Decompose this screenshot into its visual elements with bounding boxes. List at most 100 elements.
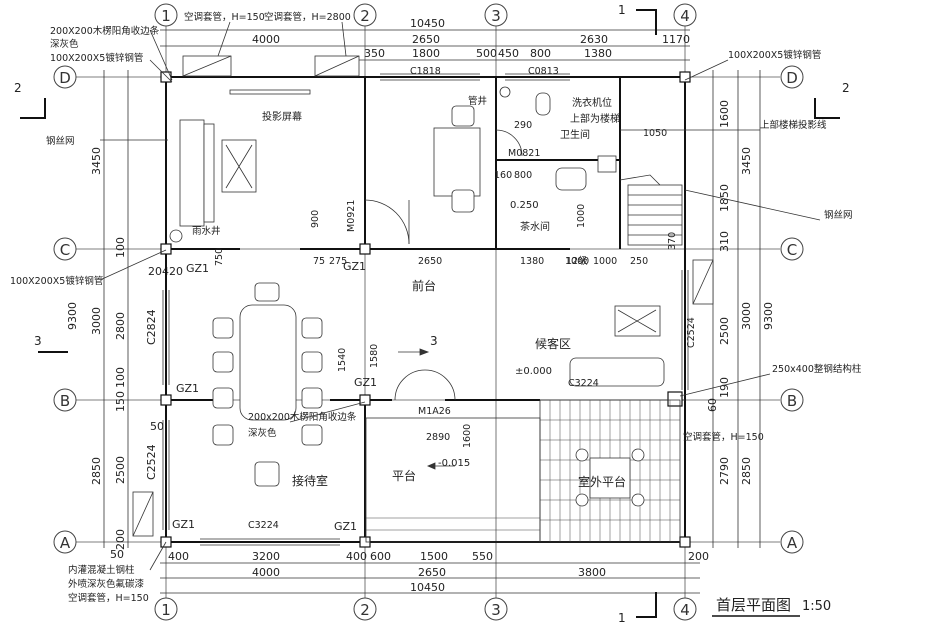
dim-right-9300: 9300 bbox=[762, 302, 775, 330]
dim-right-1850: 1850 bbox=[718, 184, 731, 212]
tag-c3224-right: C3224 bbox=[568, 378, 599, 389]
label-laundry-2: 上部为楼梯 bbox=[570, 112, 620, 125]
dimension-lines bbox=[103, 29, 761, 594]
dim-left-420: 420 bbox=[162, 265, 183, 278]
axis-B-left: B bbox=[60, 392, 70, 410]
label-wc: 卫生间 bbox=[560, 128, 590, 141]
dim-left-3000: 3000 bbox=[90, 307, 103, 335]
columns bbox=[160, 71, 691, 548]
axis-C-left: C bbox=[60, 241, 70, 259]
dim-75: 75 bbox=[313, 256, 325, 267]
section-labels: 1 1 2 2 3 3 bbox=[14, 3, 850, 625]
leader-lines bbox=[99, 21, 821, 571]
axis-1-bottom: 1 bbox=[161, 601, 171, 619]
dim-1380-mid: 1380 bbox=[520, 256, 544, 267]
note-steel-pipe-top: 100X200X5镀锌钢管 bbox=[50, 52, 143, 64]
section-2-right: 2 bbox=[842, 81, 850, 95]
section-3-mid: 3 bbox=[430, 334, 438, 348]
tag-m0921: M0921 bbox=[346, 200, 357, 232]
axis-3-top: 3 bbox=[491, 7, 501, 25]
dim-left-2500: 2500 bbox=[114, 456, 127, 484]
note-ac-150-right: 空调套管，H=150 bbox=[683, 431, 764, 443]
dim-right-2500: 2500 bbox=[718, 317, 731, 345]
note-steel-column: 250x400整钢结构柱 bbox=[772, 363, 862, 375]
dim-2650-mid: 2650 bbox=[418, 256, 442, 267]
dim-bottom-3800: 3800 bbox=[578, 566, 606, 579]
axis-4-bottom: 4 bbox=[680, 601, 690, 619]
grid-bubbles bbox=[53, 3, 804, 621]
dim-1600: 1600 bbox=[462, 424, 473, 448]
dim-left-100: 100 bbox=[114, 237, 127, 258]
note-dark-gray: 深灰色 bbox=[50, 38, 79, 50]
grid-axes bbox=[76, 26, 780, 600]
note-steel-pipe-left: 100X200X5镀锌钢管 bbox=[10, 275, 103, 287]
dim-bottom-550: 550 bbox=[472, 550, 493, 563]
note-ac-150-top: 空调套管，H=150 bbox=[184, 11, 265, 23]
dim-top-800: 800 bbox=[530, 47, 551, 60]
level-arrows bbox=[398, 348, 455, 470]
dim-left-2800: 2800 bbox=[114, 312, 127, 340]
tag-c1818: C1818 bbox=[410, 66, 441, 77]
axis-2-top: 2 bbox=[360, 7, 370, 25]
dim-bottom-1500: 1500 bbox=[420, 550, 448, 563]
section-3-left: 3 bbox=[34, 334, 42, 348]
note-steel-mesh-right: 钢丝网 bbox=[824, 209, 853, 221]
dim-left-9300: 9300 bbox=[66, 302, 79, 330]
dim-left-100b: 100 bbox=[114, 367, 127, 388]
tag-c2524-right: C2524 bbox=[686, 317, 697, 348]
gz1-a1: GZ1 bbox=[172, 518, 195, 531]
label-front: 前台 bbox=[412, 278, 436, 293]
dim-left-c2824: C2824 bbox=[145, 309, 158, 345]
section-1-bottom: 1 bbox=[618, 611, 626, 625]
dim-750: 750 bbox=[214, 248, 225, 266]
dim-1050: 1050 bbox=[643, 128, 667, 139]
note-ac-150-bottom: 空调套管，H=150 bbox=[68, 592, 149, 604]
dim-370: 370 bbox=[667, 232, 678, 250]
dim-left-2850: 2850 bbox=[90, 457, 103, 485]
dim-right-1600: 1600 bbox=[718, 100, 731, 128]
section-2-left: 2 bbox=[14, 81, 22, 95]
axis-4-top: 4 bbox=[680, 7, 690, 25]
note-fluorocarbon: 外喷深灰色氟碳漆 bbox=[68, 578, 145, 590]
dim-left-50b: 50 bbox=[150, 420, 164, 433]
dim-top-1800: 1800 bbox=[412, 47, 440, 60]
dim-bottom-200: 200 bbox=[688, 550, 709, 563]
drawing-title: 首层平面图 1:50 bbox=[712, 596, 831, 617]
dim-right-2790: 2790 bbox=[718, 457, 731, 485]
note-steel-pipe-right: 100X200X5镀锌钢管 bbox=[728, 49, 821, 61]
dim-top-total: 10450 bbox=[410, 17, 445, 30]
dim-1000-h: 1000 bbox=[593, 256, 617, 267]
dim-left-20: 20 bbox=[148, 265, 162, 278]
dim-left-c2524: C2524 bbox=[145, 444, 158, 480]
dim-250: 250 bbox=[630, 256, 648, 267]
dim-2890: 2890 bbox=[426, 432, 450, 443]
dim-right-310: 310 bbox=[718, 231, 731, 252]
dim-800: 800 bbox=[514, 170, 532, 181]
label-waiting: 候客区 bbox=[535, 336, 571, 351]
dim-bottom-total: 10450 bbox=[410, 581, 445, 594]
dim-160: 160 bbox=[494, 170, 512, 181]
gz1-c2: GZ1 bbox=[343, 260, 366, 273]
dim-right-60: 60 bbox=[706, 398, 719, 412]
drawing-scale-text: 1:50 bbox=[802, 599, 831, 614]
furniture bbox=[132, 55, 714, 537]
dim-bottom-4000: 4000 bbox=[252, 566, 280, 579]
dim-top-2630: 2630 bbox=[580, 33, 608, 46]
dim-top-450: 450 bbox=[498, 47, 519, 60]
note-ac-2800: 空调套管，H=2800 bbox=[264, 11, 351, 23]
note-edge-strip-mid: 200x200木楞阳角收边条 bbox=[248, 411, 357, 423]
dim-1000-v: 1000 bbox=[576, 204, 587, 228]
note-edge-strip: 200X200木楞阳角收边条 bbox=[50, 25, 160, 37]
column-tags: GZ1 GZ1 GZ1 GZ1 GZ1 GZ1 bbox=[172, 260, 377, 533]
tag-m1a26: M1A26 bbox=[418, 406, 451, 417]
tag-c0813: C0813 bbox=[528, 66, 559, 77]
dimension-text: 10450 4000 2650 2630 1170 350 1800 500 4… bbox=[66, 17, 775, 594]
grid-labels: 1 2 3 4 1 2 3 4 D C B A D C B A bbox=[59, 7, 798, 619]
dim-right-190: 190 bbox=[718, 377, 731, 398]
label-outdoor: 室外平台 bbox=[578, 474, 626, 489]
gz1-b2: GZ1 bbox=[354, 376, 377, 389]
label-tea-level: 0.250 bbox=[510, 200, 539, 211]
axis-A-left: A bbox=[60, 534, 71, 552]
dim-bottom-3200: 3200 bbox=[252, 550, 280, 563]
